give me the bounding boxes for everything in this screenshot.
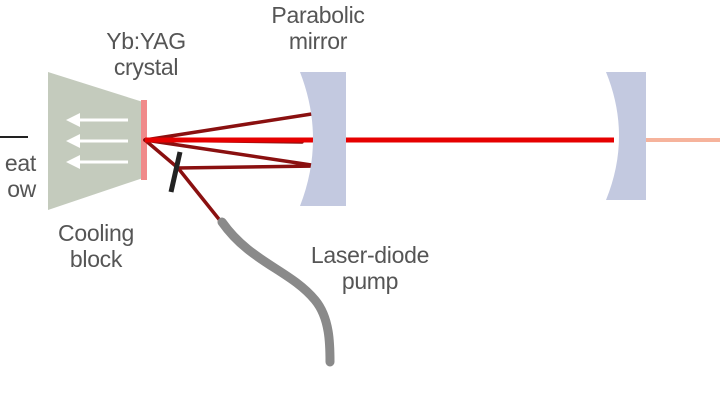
- parabolic-mirror: [300, 72, 346, 206]
- crystal-label-line2: crystal: [113, 54, 179, 80]
- pump-label: Laser-diode pump: [280, 242, 460, 294]
- pump-fiber: [217, 217, 335, 367]
- heat-flow-label-line2: ow: [7, 176, 36, 202]
- mirror-label-line1: Parabolic: [271, 2, 365, 28]
- pump-beam: [143, 111, 320, 230]
- heat-flow-label: eat ow: [0, 150, 36, 202]
- cooling-label-line1: Cooling: [58, 220, 134, 246]
- pump-label-line1: Laser-diode: [310, 242, 430, 268]
- heat-flow-arrows: [66, 113, 128, 169]
- cooling-label: Cooling block: [36, 220, 156, 272]
- cooling-label-line2: block: [69, 246, 123, 272]
- mirror-label: Parabolic mirror: [246, 2, 390, 54]
- pump-label-line2: pump: [341, 268, 399, 294]
- output-coupler-mirror: [606, 72, 646, 200]
- mirror-label-line2: mirror: [288, 28, 348, 54]
- pump-fold-mirror: [168, 151, 183, 193]
- heat-flow-label-line1: eat: [4, 150, 36, 176]
- crystal-label-line1: Yb:YAG: [106, 28, 186, 54]
- crystal-label: Yb:YAG crystal: [84, 28, 208, 80]
